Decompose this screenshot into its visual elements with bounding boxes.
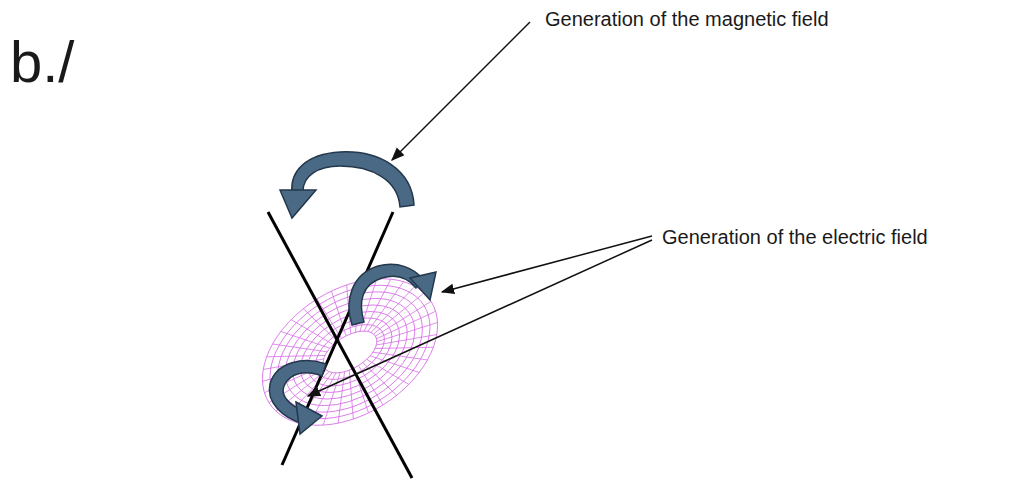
curved-arrow bbox=[280, 152, 414, 218]
leader-line bbox=[308, 240, 652, 396]
torus-ring bbox=[256, 267, 444, 437]
torus-mesh bbox=[363, 286, 424, 332]
torus-mesh bbox=[281, 314, 330, 365]
panel-label: b./ bbox=[10, 30, 75, 94]
torus-mesh bbox=[373, 330, 428, 382]
torus-ring bbox=[246, 258, 454, 447]
axis-line bbox=[268, 212, 412, 478]
axis-line bbox=[282, 212, 393, 465]
annotation: Generation of the electric field bbox=[662, 226, 928, 248]
annotation: Generation of the magnetic field bbox=[545, 8, 829, 30]
torus-mesh bbox=[375, 322, 433, 374]
curved-arrow bbox=[349, 264, 436, 325]
torus-ring bbox=[236, 248, 464, 455]
leader-line bbox=[392, 22, 530, 160]
torus-mesh bbox=[369, 293, 428, 334]
leader-line bbox=[442, 236, 652, 292]
torus bbox=[236, 248, 464, 455]
curved-arrow bbox=[269, 361, 326, 434]
torus-mesh bbox=[377, 304, 436, 345]
torus-mesh bbox=[317, 299, 342, 338]
